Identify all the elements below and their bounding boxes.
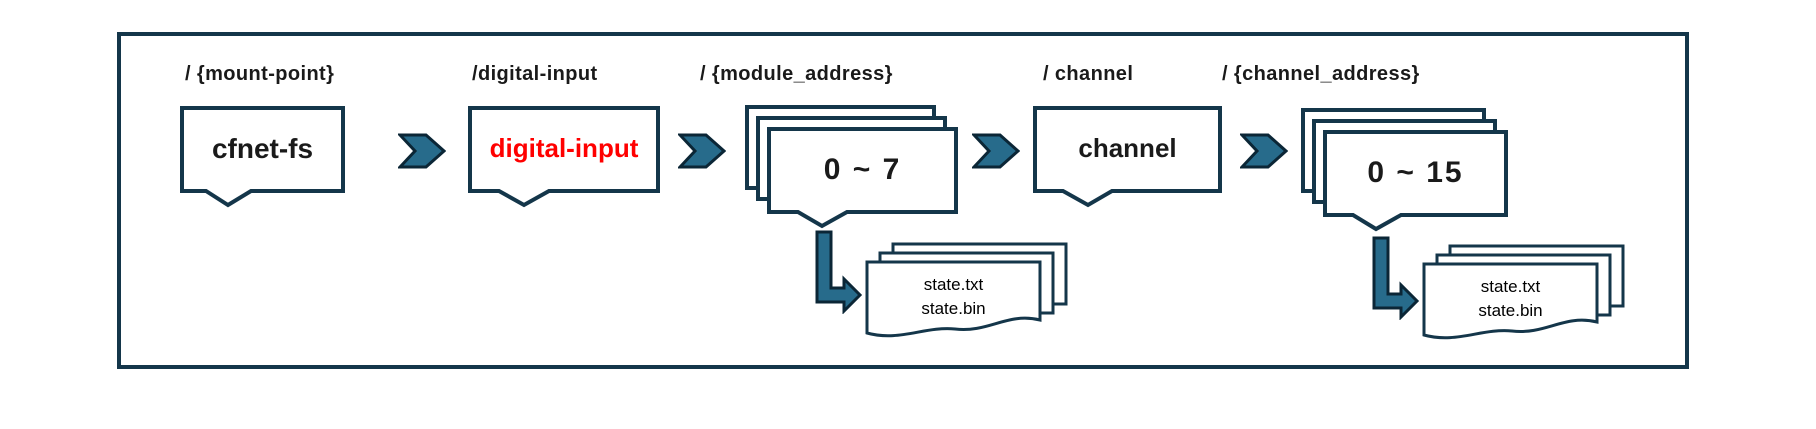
file-name: state.txt	[923, 275, 984, 294]
file-name: state.bin	[921, 299, 986, 318]
node-channel-address-label: 0 ~ 15	[1367, 155, 1464, 189]
bent-arrow-icon-2	[1372, 236, 1420, 320]
chevron-right-icon-1	[398, 133, 446, 169]
path-label-mount-point: / {mount-point}	[185, 63, 335, 85]
document-files-1: state.txt state.bin	[865, 273, 1042, 321]
path-label-channel: / channel	[1043, 63, 1134, 85]
document-stack-1	[865, 242, 1068, 338]
node-channel	[1033, 106, 1222, 208]
node-cfnet-fs-label: cfnet-fs	[211, 132, 314, 164]
path-label-digital-input: /digital-input	[472, 63, 598, 85]
file-name: state.txt	[1480, 277, 1541, 296]
node-channel-label: channel	[1078, 133, 1177, 163]
chevron-right-icon-4	[1240, 133, 1288, 169]
node-digital-input	[468, 106, 660, 208]
node-cfnet-fs	[180, 106, 345, 208]
diagram-frame	[117, 32, 1689, 369]
path-label-module-address: / {module_address}	[700, 63, 893, 85]
node-module-address-label: 0 ~ 7	[823, 152, 902, 186]
path-label-channel-address: / {channel_address}	[1222, 63, 1420, 85]
node-digital-input-label: digital-input	[489, 133, 639, 163]
chevron-right-icon-3	[972, 133, 1020, 169]
node-module-address-stack	[745, 105, 958, 229]
file-name: state.bin	[1478, 301, 1543, 320]
bent-arrow-icon-1	[815, 230, 863, 314]
chevron-right-icon-2	[678, 133, 726, 169]
node-channel-address-stack	[1301, 108, 1508, 232]
document-files-2: state.txt state.bin	[1422, 275, 1599, 323]
document-stack-2	[1422, 244, 1625, 340]
